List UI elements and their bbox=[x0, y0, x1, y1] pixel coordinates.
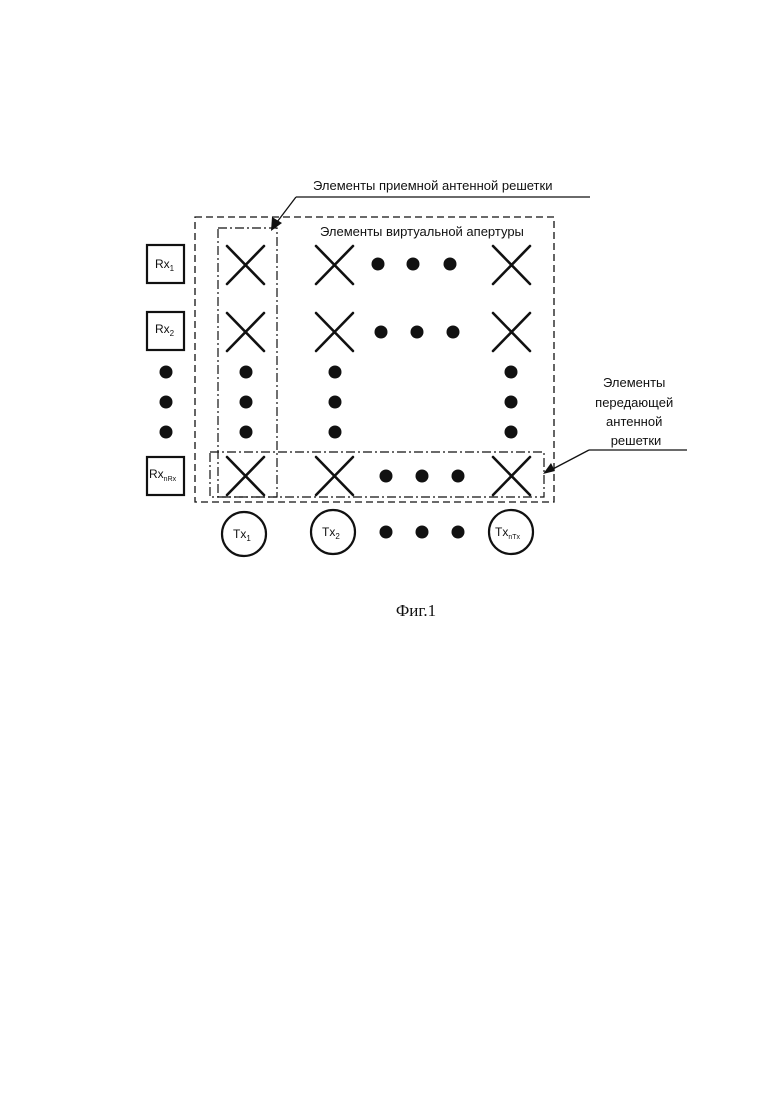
tx-2-sub: 2 bbox=[335, 532, 340, 541]
ellipsis-dot bbox=[160, 366, 173, 379]
virtual-element-cross bbox=[316, 457, 353, 495]
rx-n-sub: nRx bbox=[164, 476, 177, 483]
ellipsis-dot bbox=[505, 366, 518, 379]
transmit-array-label: Элементы передающей антенной решетки bbox=[595, 375, 677, 448]
ellipsis-dot bbox=[160, 426, 173, 439]
ellipsis-dot bbox=[505, 396, 518, 409]
rx-box-n: RxnRx bbox=[147, 457, 184, 495]
ellipsis-dot bbox=[407, 258, 420, 271]
ellipsis-dot bbox=[240, 426, 253, 439]
ellipsis-dot bbox=[329, 366, 342, 379]
tx-2-label: Tx bbox=[322, 525, 335, 539]
ellipsis-dot bbox=[452, 470, 465, 483]
tx-circle-n: TxnTx bbox=[489, 510, 533, 554]
ellipsis-dot bbox=[240, 396, 253, 409]
rx-1-label: Rx bbox=[155, 257, 170, 271]
receive-array-label: Элементы приемной антенной решетки bbox=[313, 178, 552, 193]
ellipsis-dot bbox=[380, 470, 393, 483]
ellipsis-dot bbox=[240, 366, 253, 379]
ellipsis-dot bbox=[416, 470, 429, 483]
tx-1-sub: 1 bbox=[246, 534, 251, 543]
transmit-array-arrowhead bbox=[543, 463, 555, 474]
svg-text:Rx1: Rx1 bbox=[155, 257, 175, 273]
ellipsis-dot bbox=[416, 526, 429, 539]
ellipsis-dot bbox=[444, 258, 457, 271]
transmit-array-arrow-shaft bbox=[549, 450, 589, 471]
ellipsis-dot bbox=[505, 426, 518, 439]
svg-text:RxnRx: RxnRx bbox=[149, 467, 177, 483]
svg-text:Tx1: Tx1 bbox=[233, 527, 251, 543]
virtual-element-cross bbox=[493, 457, 530, 495]
virtual-element-cross bbox=[227, 313, 264, 351]
virtual-element-cross bbox=[493, 313, 530, 351]
virtual-element-cross bbox=[227, 457, 264, 495]
rx-box-1: Rx1 bbox=[147, 245, 184, 283]
transmit-label-line-3: антенной bbox=[606, 414, 662, 429]
virtual-aperture-label: Элементы виртуальной апертуры bbox=[320, 224, 524, 239]
ellipsis-dot bbox=[411, 326, 424, 339]
ellipsis-dot bbox=[160, 396, 173, 409]
ellipsis-dot bbox=[452, 526, 465, 539]
rx-1-sub: 1 bbox=[170, 264, 175, 273]
ellipsis-dot bbox=[375, 326, 388, 339]
rx-2-sub: 2 bbox=[170, 329, 175, 338]
virtual-element-cross bbox=[493, 246, 530, 284]
rx-box-2: Rx2 bbox=[147, 312, 184, 350]
ellipsis-dot bbox=[329, 426, 342, 439]
rx-n-label: Rx bbox=[149, 467, 164, 481]
ellipsis-dot bbox=[447, 326, 460, 339]
tx-circle-2: Tx2 bbox=[311, 510, 355, 554]
svg-text:Tx2: Tx2 bbox=[322, 525, 340, 541]
transmit-label-line-2: передающей bbox=[595, 395, 673, 410]
svg-text:Rx2: Rx2 bbox=[155, 322, 175, 338]
ellipsis-dot bbox=[380, 526, 393, 539]
transmit-label-line-4: решетки bbox=[611, 433, 662, 448]
transmit-label-line-1: Элементы bbox=[603, 375, 665, 390]
figure-caption: Фиг.1 bbox=[396, 601, 436, 620]
tx-1-label: Tx bbox=[233, 527, 246, 541]
ellipsis-dot bbox=[329, 396, 342, 409]
virtual-element-cross bbox=[316, 246, 353, 284]
tx-n-sub: nTx bbox=[508, 534, 520, 541]
virtual-element-cross bbox=[316, 313, 353, 351]
rx-2-label: Rx bbox=[155, 322, 170, 336]
ellipsis-dot bbox=[372, 258, 385, 271]
virtual-element-cross bbox=[227, 246, 264, 284]
tx-circle-1: Tx1 bbox=[222, 512, 266, 556]
tx-n-label: Tx bbox=[495, 525, 508, 539]
svg-text:TxnTx: TxnTx bbox=[495, 525, 521, 541]
